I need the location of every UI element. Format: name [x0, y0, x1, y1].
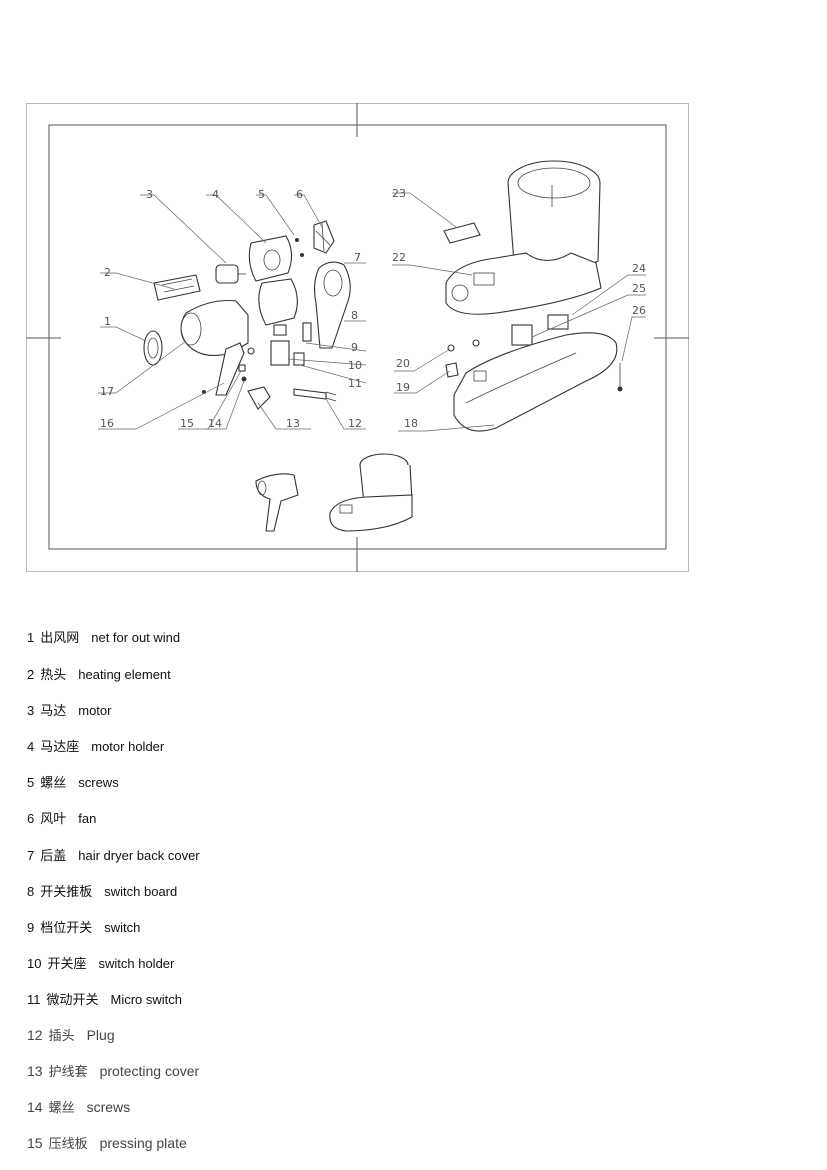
callout-23: 23 [392, 187, 406, 200]
right-callout-leaders [392, 192, 646, 432]
callout-4: 4 [212, 188, 219, 201]
callout-12: 12 [348, 417, 362, 430]
callout-1: 1 [104, 315, 111, 328]
callout-13: 13 [286, 417, 300, 430]
callout-15: 15 [180, 417, 194, 430]
callout-10: 10 [348, 359, 362, 372]
hair-dryer-parts [143, 220, 351, 410]
stand-base-parts [443, 160, 623, 432]
callout-6: 6 [296, 188, 303, 201]
callout-22: 22 [392, 251, 406, 264]
callout-3: 3 [146, 188, 153, 201]
callout-25: 25 [632, 282, 646, 295]
callout-17: 17 [100, 385, 114, 398]
callout-20: 20 [396, 357, 410, 370]
callout-5: 5 [258, 188, 265, 201]
callout-11: 11 [348, 377, 362, 390]
callout-2: 2 [104, 266, 111, 279]
callout-26: 26 [632, 304, 646, 317]
callout-16: 16 [100, 417, 114, 430]
callout-18: 18 [404, 417, 418, 430]
callout-7: 7 [354, 251, 361, 264]
callout-labels: 3 4 5 6 2 1 7 8 9 10 11 12 13 14 15 16 1… [100, 187, 646, 430]
exploded-view-diagram: 3 4 5 6 2 1 7 8 9 10 11 12 13 14 15 16 1… [26, 103, 689, 572]
left-callout-leaders [98, 194, 367, 430]
callout-24: 24 [632, 262, 646, 275]
callout-19: 19 [396, 381, 410, 394]
assembled-view [255, 453, 413, 532]
callout-8: 8 [351, 309, 358, 322]
callout-14: 14 [208, 417, 222, 430]
callout-9: 9 [351, 341, 358, 354]
